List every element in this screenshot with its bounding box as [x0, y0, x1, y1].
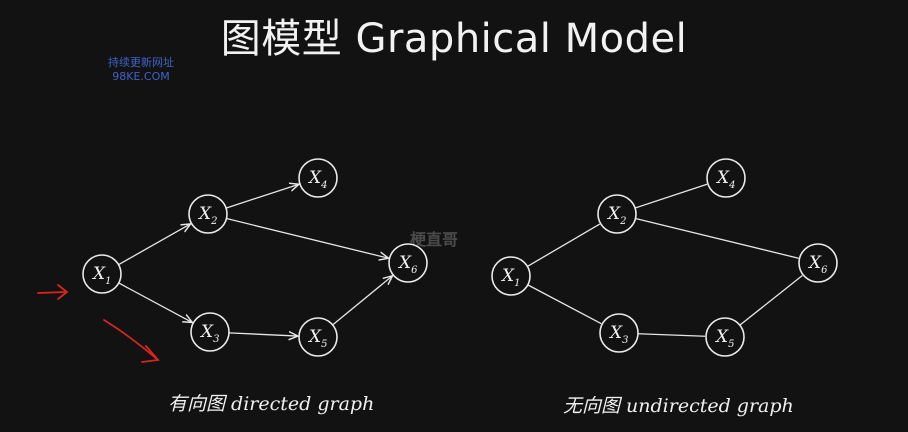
edge-x1-x2 — [118, 224, 191, 266]
red-annotation-arrows — [37, 284, 160, 363]
node-label-x2: X2 — [197, 204, 217, 227]
node-label-x1: X1 — [91, 264, 111, 287]
node-label-x6: X6 — [397, 253, 418, 276]
node-label-x2: X2 — [606, 204, 626, 227]
watermark-line-2: 98KE.COM — [112, 70, 170, 83]
edge-x3-x5 — [637, 333, 706, 337]
node-x5 — [705, 317, 745, 357]
node-label-x4: X4 — [715, 168, 735, 191]
node-x1 — [82, 254, 122, 294]
node-label-x4: X4 — [307, 168, 327, 191]
node-x6 — [798, 243, 838, 283]
edge-x5-x6 — [739, 274, 803, 326]
page-title: 图模型 Graphical Model — [220, 16, 688, 62]
node-x3 — [599, 313, 639, 353]
node-x3 — [190, 312, 230, 352]
edge-x5-x6 — [332, 276, 393, 326]
edge-x2-x4 — [634, 183, 708, 209]
node-label-x5: X5 — [307, 327, 327, 350]
diagram-caption: 无向图 undirected graph — [563, 395, 794, 417]
watermark-url: 持续更新网址 98KE.COM — [108, 56, 174, 84]
node-x2 — [597, 194, 637, 234]
node-x6 — [388, 243, 428, 283]
node-label-x3: X3 — [608, 323, 628, 346]
node-x4 — [706, 158, 746, 198]
node-label-x1: X1 — [500, 266, 520, 289]
watermark-center: 梗直哥 — [410, 230, 459, 249]
edge-x3-x5 — [228, 333, 298, 336]
node-label-x3: X3 — [199, 322, 219, 345]
watermark-line-1: 持续更新网址 — [108, 56, 174, 69]
node-x4 — [298, 158, 338, 198]
edge-x2-x4 — [225, 184, 299, 209]
node-x5 — [298, 317, 338, 357]
node-x1 — [491, 256, 531, 296]
node-label-x5: X5 — [714, 327, 734, 350]
edge-x1-x3 — [527, 284, 602, 325]
edge-x2-x6 — [226, 217, 388, 259]
node-x2 — [188, 194, 228, 234]
edge-x2-x6 — [635, 217, 799, 259]
edge-x1-x3 — [118, 282, 193, 323]
node-label-x6: X6 — [807, 253, 828, 276]
diagram-caption: 有向图 directed graph — [168, 393, 374, 415]
edge-x1-x2 — [527, 223, 601, 267]
